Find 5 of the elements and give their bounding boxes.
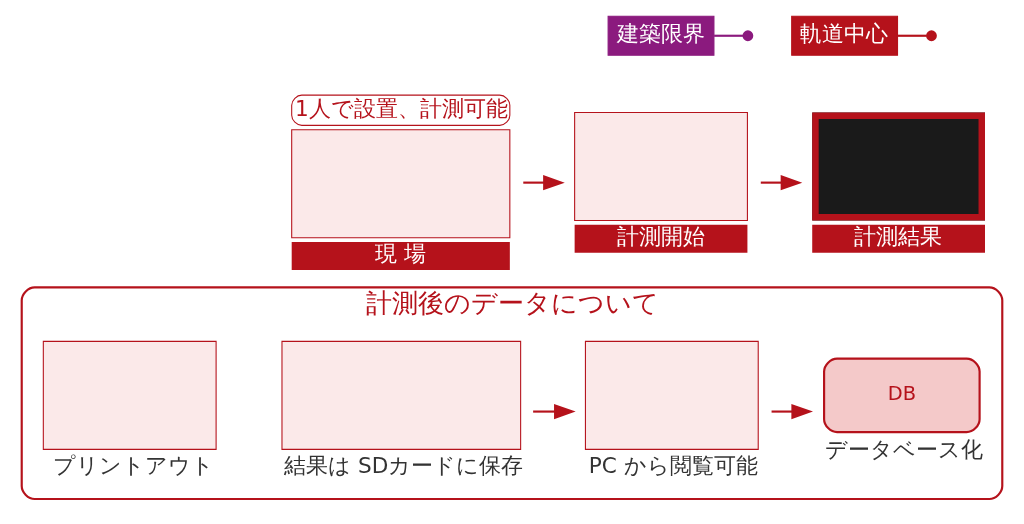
node-label: プリントアウト [53,453,215,479]
node-label: データベース化 [825,436,984,462]
node-label: PC から閲覧可能 [588,453,758,479]
node-label: 結果は SDカードに保存 [284,453,524,479]
node-label: 1人で設置、計測可能 [294,95,508,121]
